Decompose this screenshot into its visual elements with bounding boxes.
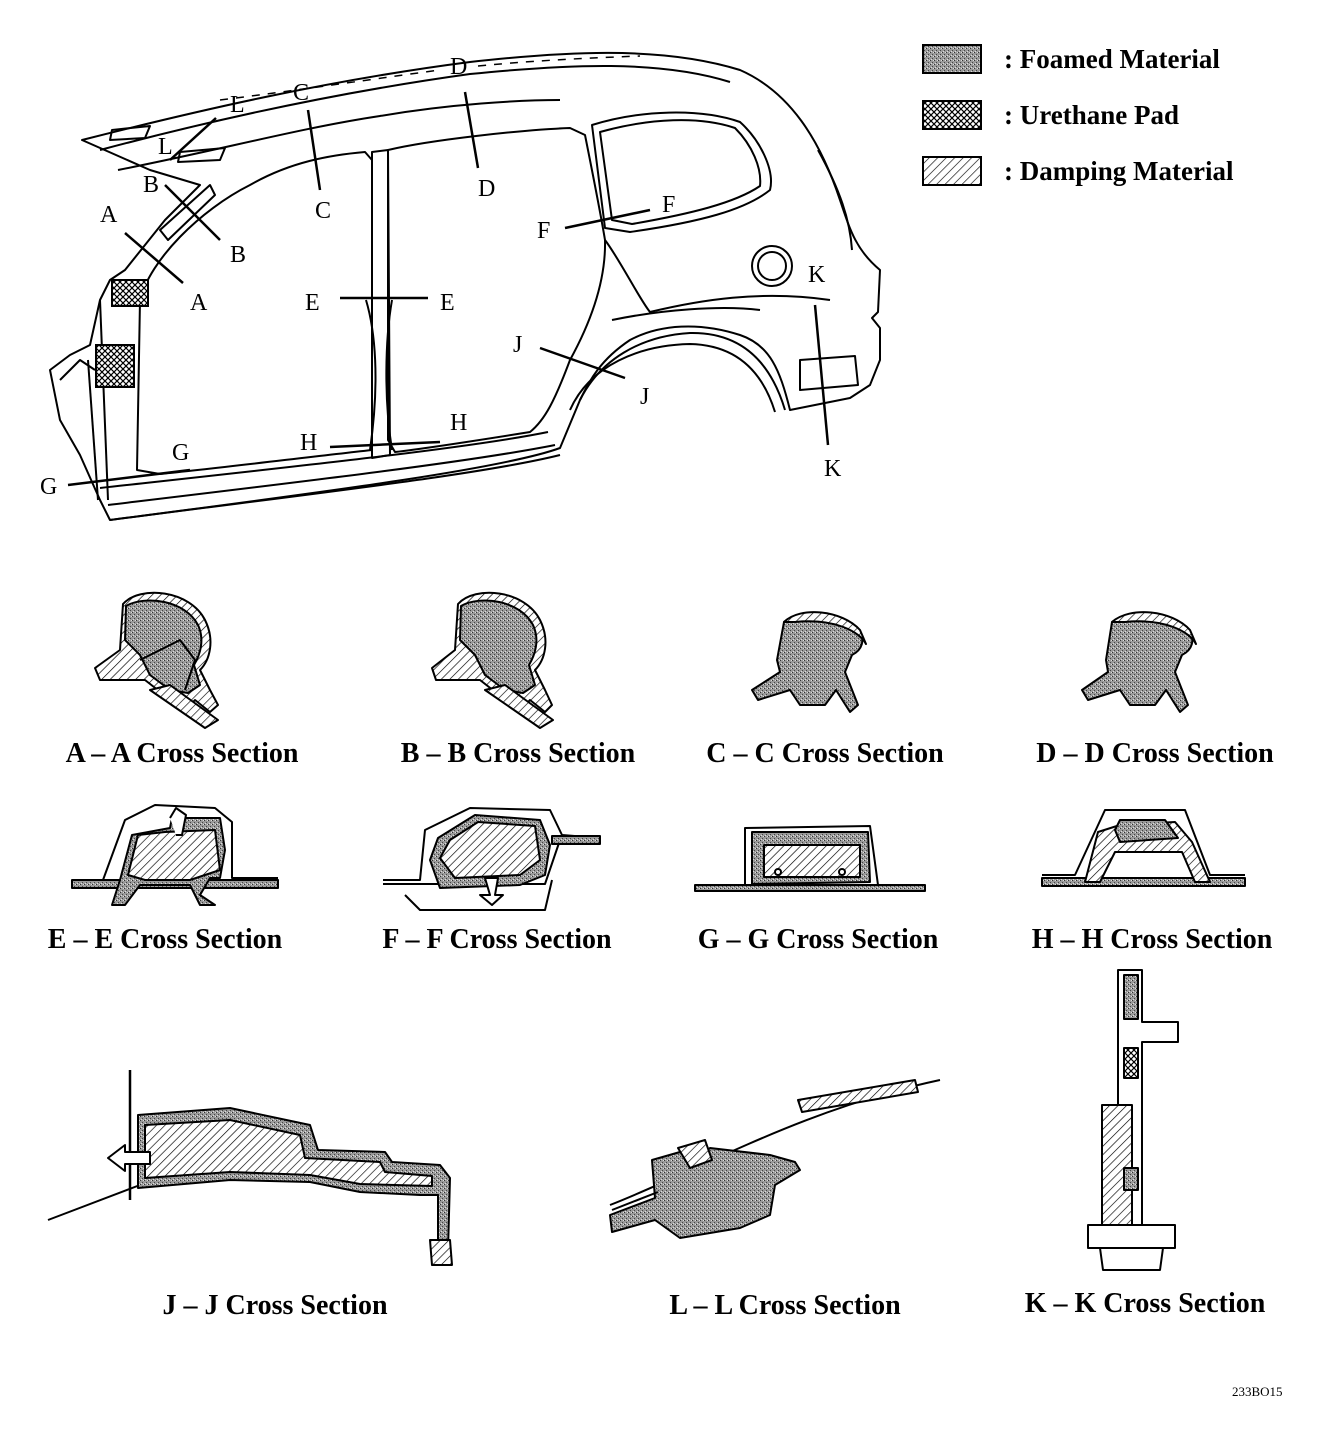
vehicle-body-side [49,51,881,521]
marker-text: C [293,80,309,106]
roof-dash-lines [219,55,641,101]
marker-text: G [40,474,57,500]
marker-text: F [662,192,675,218]
marker-text: D [450,54,467,80]
legend-label: : Urethane Pad [1004,99,1179,130]
caption-aa: A – A Cross Section [65,738,299,769]
marker-text: F [537,218,550,244]
caption-gg: G – G Cross Section [697,924,939,955]
marker-text: L [230,92,245,118]
caption-ee: E – E Cross Section [47,924,283,955]
caption-dd: D – D Cross Section [1036,738,1274,769]
legend-damping-material: : Damping Material [922,154,1233,188]
cross-section-jj [47,1070,453,1266]
section-marker-letters: L L C C D D B B A A E E F F J J K K G G … [40,54,842,500]
cross-section-aa [94,591,219,729]
legend-label: : Damping Material [1004,155,1234,186]
caption-bb: B – B Cross Section [400,738,636,769]
marker-text: K [824,456,842,482]
caption-cc: C – C Cross Section [706,738,944,769]
marker-text: G [172,440,189,466]
caption-hh: H – H Cross Section [1031,924,1273,955]
marker-text: J [640,384,649,410]
marker-text: E [305,290,320,316]
marker-text: J [513,332,522,358]
legend-foamed-material: : Foamed Material [922,42,1220,76]
damping-material-swatch [922,156,982,186]
cross-section-ff [383,807,601,911]
cross-section-hh [1041,809,1246,887]
marker-text: B [230,242,246,268]
cross-section-gg [694,825,926,892]
marker-text: A [100,202,118,228]
marker-text: L [158,134,173,160]
marker-text: C [315,198,331,224]
caption-ff: F – F Cross Section [382,924,612,955]
cross-section-ee [71,804,279,906]
cross-section-bb [431,591,554,729]
marker-text: H [300,430,317,456]
marker-text: K [808,262,826,288]
marker-text: E [440,290,455,316]
foamed-material-swatch [922,44,982,74]
legend-label: : Foamed Material [1004,43,1220,74]
marker-text: B [143,172,159,198]
section-cut-lines [67,91,830,487]
urethane-pad-upper [111,279,149,307]
marker-text: A [190,290,208,316]
legend-urethane-pad: : Urethane Pad [922,98,1179,132]
urethane-pad-swatch [922,100,982,130]
marker-text: D [478,176,495,202]
cross-section-dd [1081,611,1197,713]
caption-jj: J – J Cross Section [162,1290,388,1321]
marker-text: H [450,410,467,436]
cross-section-kk [1087,969,1179,1271]
urethane-pad-lower [95,344,135,388]
cross-section-ll [609,1079,941,1239]
figure-code: 233BO15 [1232,1384,1283,1399]
cross-section-cc [751,611,867,713]
caption-kk: K – K Cross Section [1024,1288,1266,1319]
caption-ll: L – L Cross Section [669,1290,901,1321]
